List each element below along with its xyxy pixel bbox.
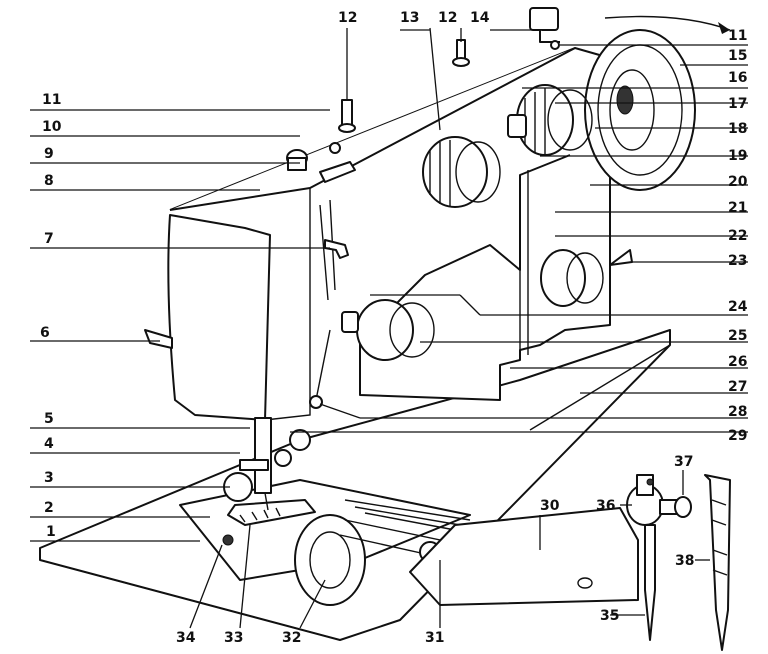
callout-12a: 12 — [338, 10, 357, 26]
callout-11b: 11 — [728, 28, 747, 44]
callout-10: 10 — [42, 119, 62, 135]
curved-arrow-icon — [604, 15, 731, 31]
callout-21: 21 — [728, 200, 747, 216]
tension-screw — [309, 395, 323, 409]
callout-20: 20 — [728, 174, 748, 190]
callout-27: 27 — [728, 379, 747, 395]
callout-13: 13 — [400, 10, 419, 26]
callout-6: 6 — [40, 325, 50, 341]
callout-22: 22 — [728, 228, 747, 244]
callout-26: 26 — [728, 354, 747, 370]
slide-plate — [409, 507, 639, 606]
callout-33: 33 — [224, 630, 243, 646]
callout-5: 5 — [44, 411, 54, 427]
bobbin-winder — [286, 149, 308, 171]
callout-7: 7 — [44, 231, 54, 247]
callout-1: 1 — [46, 524, 56, 540]
take-up-lever — [324, 239, 349, 259]
lever-6 — [144, 329, 173, 349]
spool-pin-right — [452, 39, 470, 67]
thread-guide-top — [529, 7, 560, 43]
reverse-dial — [341, 299, 435, 361]
screw-top-right — [550, 40, 560, 50]
presser-foot-loose — [626, 474, 692, 641]
thread-guide-9 — [319, 161, 356, 183]
callout-4: 4 — [44, 436, 54, 452]
callout-23: 23 — [728, 253, 747, 269]
callout-15: 15 — [728, 48, 747, 64]
stitch-dial-left — [422, 136, 501, 208]
callout-38: 38 — [675, 553, 694, 569]
machine-arm — [167, 47, 611, 421]
callout-31: 31 — [425, 630, 444, 646]
callout-16: 16 — [728, 70, 747, 86]
screw-top-left — [329, 142, 341, 154]
callout-9: 9 — [44, 146, 54, 162]
callout-35: 35 — [600, 608, 619, 624]
callout-24: 24 — [728, 299, 748, 315]
leader-lines — [30, 27, 748, 629]
callout-29: 29 — [728, 428, 747, 444]
callout-19: 19 — [728, 148, 747, 164]
callout-34: 34 — [176, 630, 196, 646]
screwdriver — [704, 474, 731, 651]
arrowhead-icon — [718, 22, 730, 34]
machine-bed — [39, 329, 671, 641]
callout-14: 14 — [470, 10, 490, 26]
callout-36: 36 — [596, 498, 615, 514]
callout-25: 25 — [728, 328, 747, 344]
callout-17: 17 — [728, 96, 747, 112]
callout-12b: 12 — [438, 10, 457, 26]
callout-37: 37 — [674, 454, 693, 470]
handwheel — [584, 29, 696, 191]
needle-assembly — [223, 417, 316, 526]
callout-labels: 11 10 9 8 7 6 5 4 3 2 1 12 13 12 14 11 1… — [40, 10, 748, 646]
callout-8: 8 — [44, 173, 54, 189]
callout-28: 28 — [728, 404, 747, 420]
callout-32: 32 — [282, 630, 301, 646]
callout-30: 30 — [540, 498, 560, 514]
callout-3: 3 — [44, 470, 54, 486]
callout-11a: 11 — [42, 92, 61, 108]
callout-2: 2 — [44, 500, 54, 516]
callout-18: 18 — [728, 121, 747, 137]
zigzag-dial — [540, 249, 633, 307]
spool-pin-left — [338, 99, 356, 133]
